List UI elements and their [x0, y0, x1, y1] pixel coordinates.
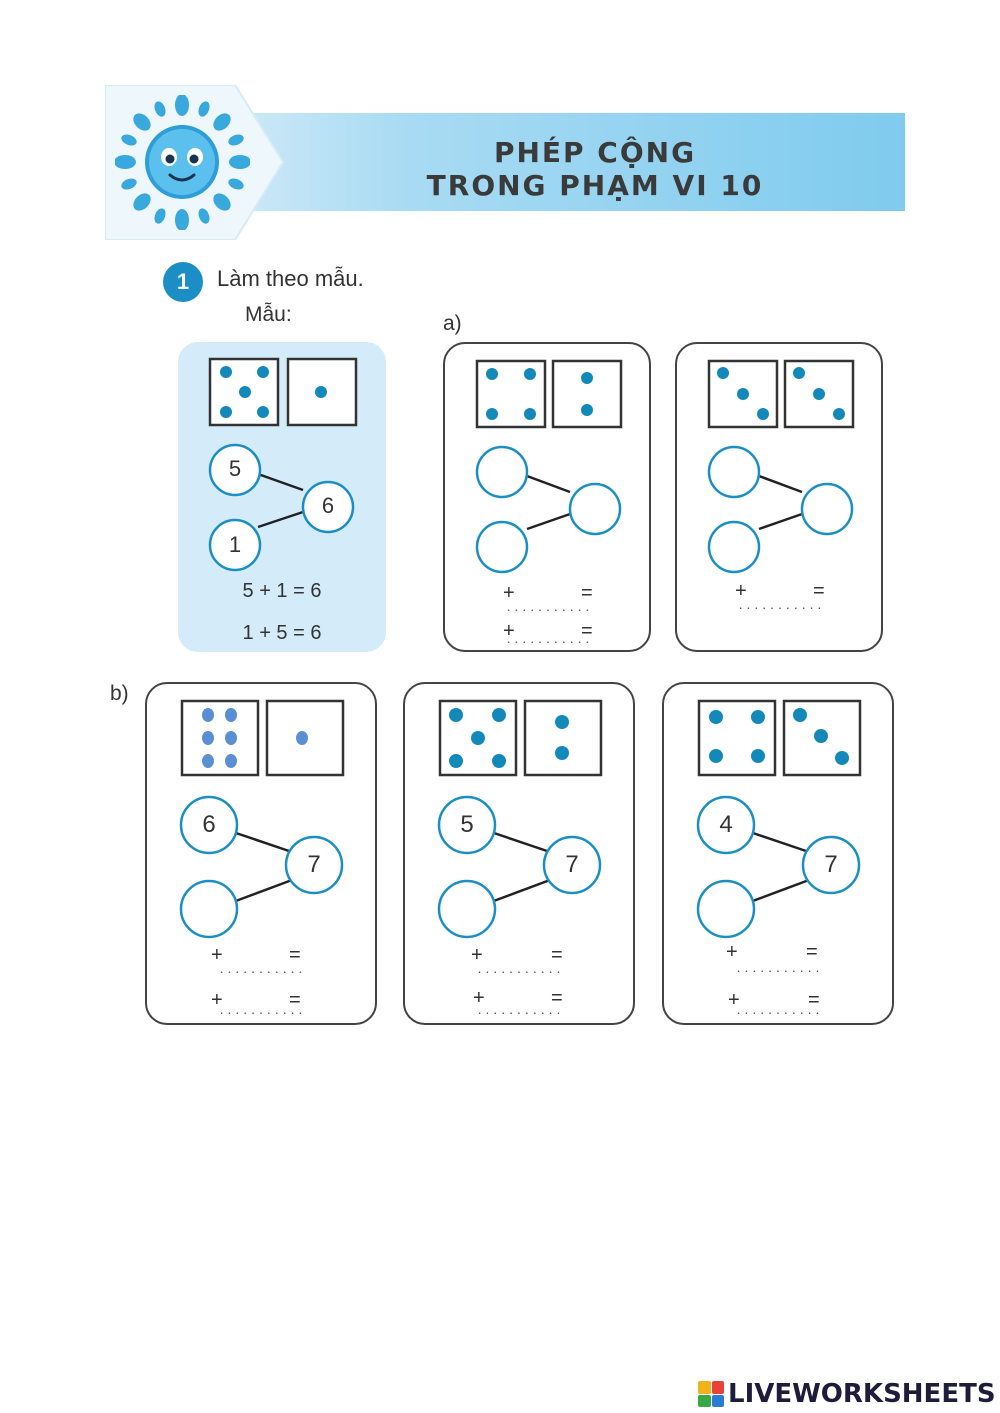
- sample-bottom-number: 1: [228, 532, 242, 557]
- card-b1-total: 7: [307, 851, 321, 878]
- equals-sign: =: [813, 580, 825, 602]
- card-b1-top: 6: [202, 811, 216, 838]
- sample-card-graphics: [208, 357, 358, 572]
- card-b1-equation-1[interactable]: + = ...........: [185, 944, 341, 978]
- card-b3-total: 7: [824, 851, 838, 878]
- card-b1: 6 7 + = ........... + = ...........: [145, 682, 377, 1025]
- plus-sign: +: [735, 580, 747, 602]
- die-two-icon: [551, 359, 623, 429]
- card-a1-total[interactable]: [570, 495, 620, 523]
- plus-sign: +: [728, 989, 740, 1011]
- sun-mascot-icon: [115, 95, 250, 230]
- liveworksheets-logo: LIVEWORKSHEETS: [698, 1379, 996, 1409]
- part-a-label: a): [443, 312, 462, 335]
- card-b3: 4 7 + = ........... + = ...........: [662, 682, 894, 1025]
- equals-sign: =: [551, 987, 563, 1009]
- card-a2-equation-1[interactable]: + = ...........: [707, 580, 857, 614]
- card-b3-top: 4: [719, 811, 733, 838]
- part-b-label: b): [110, 682, 129, 705]
- title-line-2: TRONG PHẠM VI 10: [426, 169, 764, 202]
- dotted-line: ...........: [736, 959, 824, 975]
- card-b1-equation-2[interactable]: + = ...........: [185, 989, 341, 1023]
- sample-equation-2: 1 + 5 = 6: [242, 622, 322, 644]
- dotted-line: ...........: [736, 1001, 824, 1017]
- card-b1-graphics: [179, 699, 345, 939]
- card-a2-graphics: [707, 359, 855, 574]
- equals-sign: =: [808, 989, 820, 1011]
- card-a2-top[interactable]: [709, 458, 759, 486]
- page-title: PHÉP CỘNG TRONG PHẠM VI 10: [345, 137, 845, 203]
- card-b2-equation-2[interactable]: + = ...........: [443, 987, 599, 1021]
- dotted-line: ...........: [219, 1001, 307, 1017]
- answer-circle: [179, 879, 239, 939]
- card-b2: 5 7 + = ........... + = ...........: [403, 682, 635, 1025]
- title-line-1: PHÉP CỘNG: [493, 136, 697, 169]
- card-a1-top[interactable]: [477, 458, 527, 486]
- plus-sign: +: [503, 582, 515, 604]
- card-b3-equation-2[interactable]: + = ...........: [702, 989, 858, 1023]
- answer-circle: [437, 879, 497, 939]
- dotted-line: ...........: [506, 630, 594, 646]
- answer-circle: [707, 445, 761, 499]
- equals-sign: =: [289, 944, 301, 966]
- exercise-number-badge: 1: [163, 262, 203, 302]
- card-b2-graphics: [437, 699, 603, 939]
- equals-sign: =: [289, 989, 301, 1011]
- dotted-line: ...........: [477, 960, 565, 976]
- card-b1-bottom[interactable]: [184, 895, 234, 923]
- dotted-line: ...........: [506, 598, 594, 614]
- card-a1-graphics: [475, 359, 623, 574]
- answer-circle: [475, 520, 529, 574]
- plus-sign: +: [726, 941, 738, 963]
- answer-circle: [707, 520, 761, 574]
- card-b3-equation-1[interactable]: + = ...........: [702, 941, 858, 975]
- banner-strip: [235, 113, 905, 211]
- card-b2-bottom[interactable]: [442, 895, 492, 923]
- sample-card: 5 1 6 5 + 1 = 6 1 + 5 = 6: [178, 342, 386, 652]
- sample-label: Mẫu:: [245, 303, 292, 326]
- card-b2-total: 7: [565, 851, 579, 878]
- equals-sign: =: [551, 944, 563, 966]
- answer-circle: [568, 482, 622, 536]
- card-a1-equation-1[interactable]: + = ...........: [475, 580, 625, 614]
- card-b3-graphics: [696, 699, 862, 939]
- dotted-line: ...........: [477, 1001, 565, 1017]
- equals-sign: =: [581, 620, 593, 642]
- answer-circle: [696, 879, 756, 939]
- equals-sign: =: [806, 941, 818, 963]
- sample-equation-1: 5 + 1 = 6: [242, 580, 322, 602]
- plus-sign: +: [473, 987, 485, 1009]
- plus-sign: +: [211, 944, 223, 966]
- plus-sign: +: [211, 989, 223, 1011]
- die-four-icon: [697, 699, 777, 777]
- exercise-instruction: Làm theo mẫu.: [217, 266, 364, 291]
- dotted-line: ...........: [738, 596, 826, 612]
- dotted-line: ...........: [219, 960, 307, 976]
- answer-circle: [800, 482, 854, 536]
- card-b2-top: 5: [460, 811, 474, 838]
- card-a2-total[interactable]: [802, 495, 852, 523]
- card-b2-equation-1[interactable]: + = ...........: [443, 944, 599, 978]
- plus-sign: +: [503, 620, 515, 642]
- card-a1-bottom[interactable]: [477, 534, 527, 562]
- die-six-icon: [180, 699, 260, 777]
- card-a2: + = ...........: [675, 342, 883, 652]
- answer-circle: [475, 445, 529, 499]
- brand-name: LIVEWORKSHEETS: [728, 1379, 996, 1409]
- liveworksheets-logo-icon: [698, 1381, 724, 1407]
- die-two-icon: [523, 699, 603, 777]
- plus-sign: +: [471, 944, 483, 966]
- sample-top-number: 5: [228, 456, 242, 481]
- card-a2-bottom[interactable]: [709, 534, 759, 562]
- equals-sign: =: [581, 582, 593, 604]
- header-banner: PHÉP CỘNG TRONG PHẠM VI 10: [105, 85, 905, 240]
- sample-total-number: 6: [321, 493, 335, 518]
- card-b3-bottom[interactable]: [701, 895, 751, 923]
- card-a1: + = ........... + = ...........: [443, 342, 651, 652]
- card-a1-equation-2[interactable]: + = ...........: [475, 620, 625, 650]
